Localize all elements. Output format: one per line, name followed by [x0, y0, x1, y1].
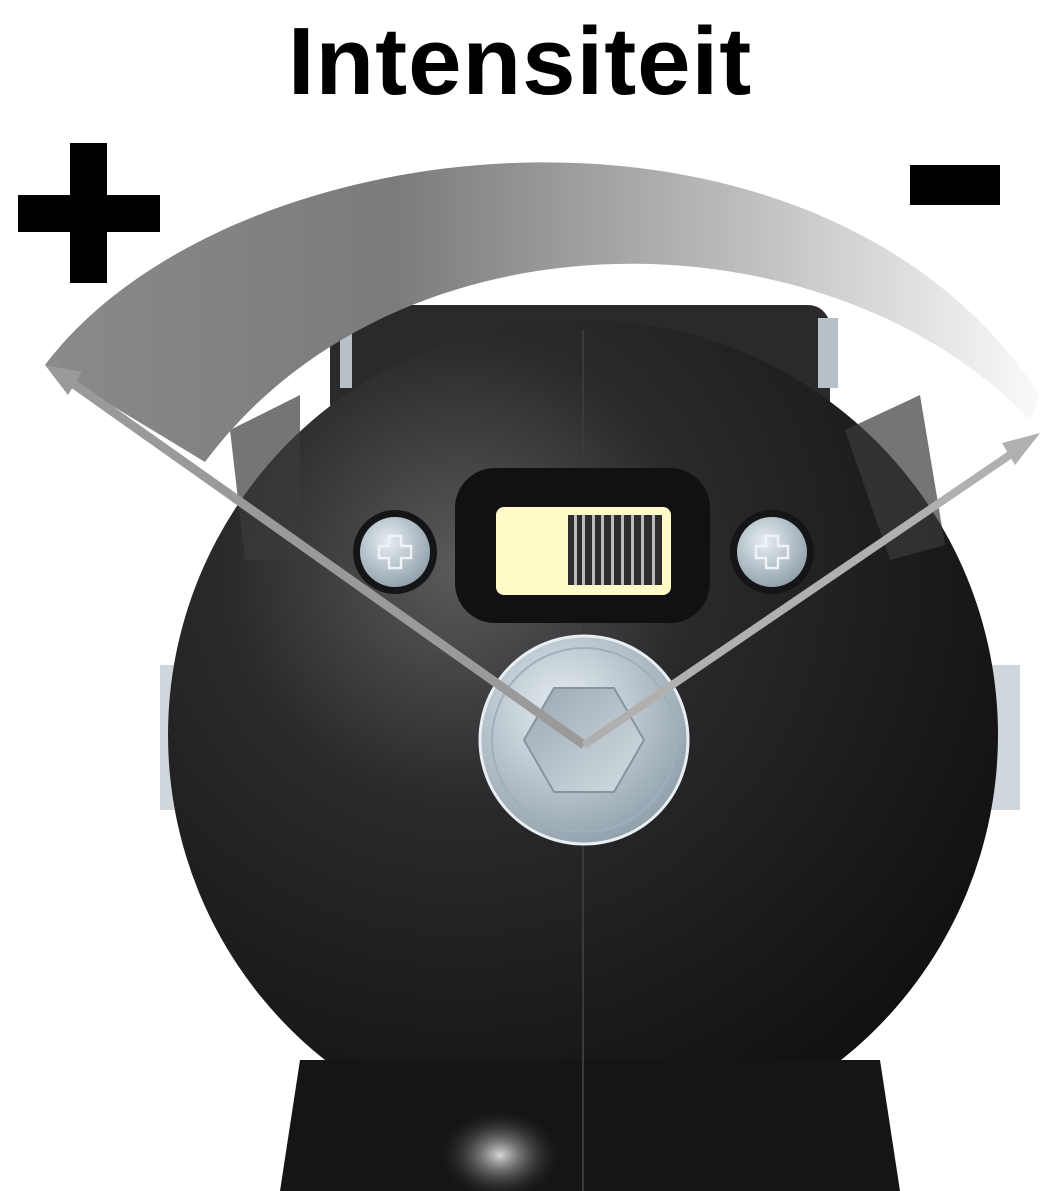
plus-icon [18, 143, 160, 283]
barcode [568, 515, 662, 585]
minus-icon [910, 165, 1000, 205]
phillips-screw-icon [353, 510, 437, 594]
label-window [455, 468, 710, 623]
phillips-screw-icon [730, 510, 814, 594]
